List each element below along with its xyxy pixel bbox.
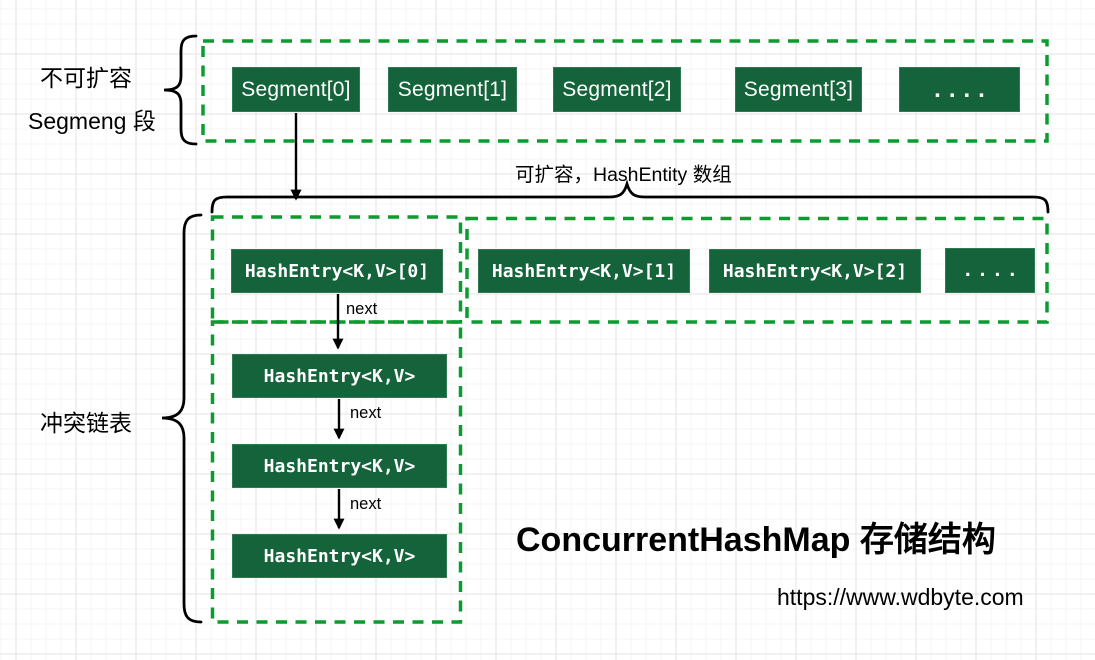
segment-box-1: Segment[1] (388, 67, 517, 112)
next-label-3: next (350, 495, 382, 513)
label-non-expandable: 不可扩容 (40, 65, 132, 91)
label-conflict-chain: 冲突链表 (40, 410, 132, 436)
next-label-2: next (350, 404, 382, 422)
conflict-chain-dashed-box (210, 320, 463, 624)
segments-brace (163, 34, 198, 146)
site-url: https://www.wdbyte.com (777, 584, 1024, 610)
segment-box-ellipsis: .... (899, 67, 1020, 112)
hashentry-box-2: HashEntry<K,V>[2] (709, 249, 921, 293)
label-segment-section: Segmeng 段 (28, 108, 156, 134)
hashentry-array-brace (210, 179, 1050, 214)
segments-array-dashed-box (201, 39, 1049, 143)
chain-node-box-2: HashEntry<K,V> (232, 444, 447, 488)
label-expandable-array: 可扩容，HashEntity 数组 (515, 164, 732, 186)
segment-box-2: Segment[2] (553, 67, 681, 112)
hashentry-box-1: HashEntry<K,V>[1] (478, 249, 690, 293)
diagram-title: ConcurrentHashMap 存储结构 (516, 521, 996, 559)
chain-node-box-1: HashEntry<K,V> (232, 354, 447, 398)
hashentry-array-dashed-box (465, 216, 1049, 324)
chain-node-box-3: HashEntry<K,V> (232, 534, 447, 578)
next-label-1: next (346, 300, 378, 318)
conflict-chain-brace (161, 213, 203, 624)
segment-box-3: Segment[3] (735, 67, 862, 112)
hashentry-box-ellipsis: .... (945, 248, 1035, 293)
hashentry-box-0: HashEntry<K,V>[0] (231, 249, 443, 293)
segment-box-0: Segment[0] (232, 67, 360, 112)
